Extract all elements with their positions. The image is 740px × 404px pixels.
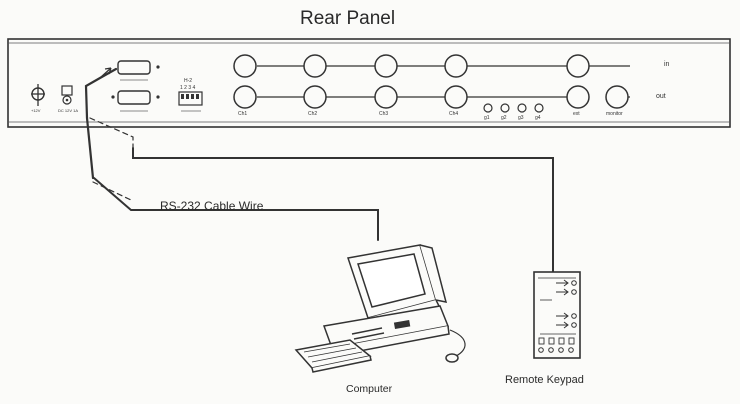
- bnc-connector-out-1: [233, 85, 257, 109]
- monitor-label: monitor: [606, 111, 623, 117]
- bnc-connector-out-ext: [566, 85, 590, 109]
- channel-label-2: Ch2: [308, 111, 318, 117]
- bnc-connector-in-2: [303, 54, 327, 78]
- bnc-connector-out-3: [374, 85, 398, 109]
- remote-keypad-label: Remote Keypad: [505, 374, 584, 386]
- gpio-label-2: g2: [501, 115, 507, 121]
- rs232-cable: [84, 67, 379, 241]
- rs232-cable-label: RS-232 Cable Wire: [160, 199, 264, 213]
- channel-label-4: Ch4: [449, 111, 459, 117]
- bnc-connector-in-4: [444, 54, 468, 78]
- gpio-connector-3: [517, 103, 527, 113]
- power-jack-icon: [61, 85, 73, 105]
- gpio-label-1: g1: [484, 115, 490, 121]
- rear-panel: [7, 38, 731, 128]
- bnc-connector-out-4: [444, 85, 468, 109]
- keypad-cable: [132, 147, 554, 273]
- power-rating-label: DC 12V 1A: [58, 108, 79, 113]
- diagram-title: Rear Panel: [300, 8, 396, 29]
- serial-port-bottom: [111, 90, 160, 112]
- channel-label-3: Ch3: [379, 111, 389, 117]
- serial-port-top: [117, 60, 160, 81]
- bnc-connector-out-2: [303, 85, 327, 109]
- bnc-connector-monitor: [605, 85, 629, 109]
- computer-label: Computer: [346, 383, 393, 395]
- channel-label-1: Ch1: [238, 111, 248, 117]
- gpio-connector-2: [500, 103, 510, 113]
- dip-switch-label: H-2: [184, 78, 193, 84]
- dip-switch-numbers: 1 2 3 4: [180, 85, 196, 91]
- dip-switch: [178, 91, 203, 112]
- bnc-connector-in-ext: [566, 54, 590, 78]
- out-row-label: out: [656, 93, 666, 100]
- gpio-connector-1: [483, 103, 493, 113]
- bnc-connector-in-3: [374, 54, 398, 78]
- power-label: +12V: [31, 108, 41, 113]
- remote-keypad-icon: [533, 271, 581, 359]
- cable-arrow-icon: [100, 67, 112, 78]
- gpio-connector-4: [534, 103, 544, 113]
- bnc-connector-in-1: [233, 54, 257, 78]
- gpio-label-3: g3: [518, 115, 524, 121]
- in-row-label: in: [664, 61, 670, 68]
- ext-label: ext: [573, 111, 580, 117]
- ground-icon: [31, 84, 45, 106]
- gpio-label-4: g4: [535, 115, 541, 121]
- computer-icon: [294, 244, 466, 373]
